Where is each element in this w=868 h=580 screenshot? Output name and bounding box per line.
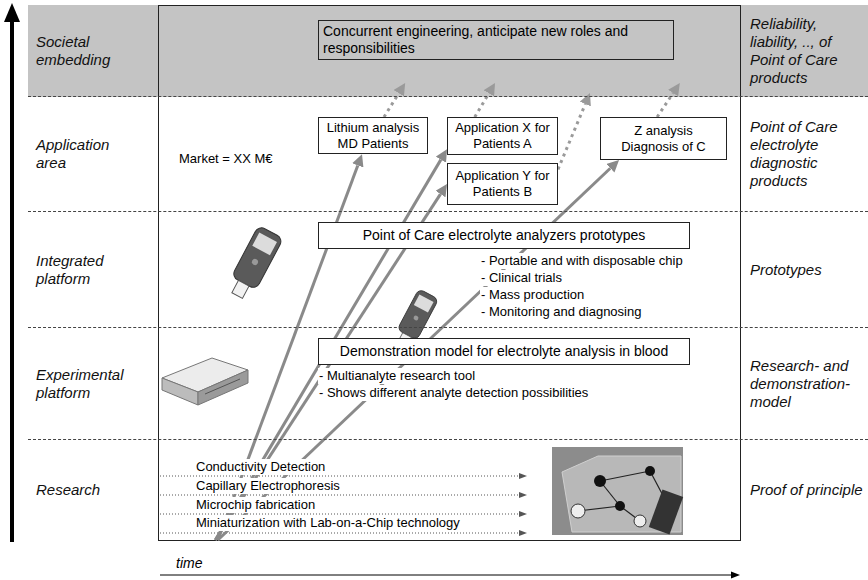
box-text: Concurrent engineering, anticipate new r… xyxy=(323,23,669,57)
research-topic: Conductivity Detection xyxy=(195,459,326,475)
row-outcome: Prototypes xyxy=(750,261,864,279)
handheld-analyzer xyxy=(225,225,284,302)
process-box: Concurrent engineering, anticipate new r… xyxy=(318,20,674,60)
row-outcome: Research- and demonstration-model xyxy=(750,357,864,411)
roadmap-band: Integrated platform Prototypes Point of Ca… xyxy=(28,212,868,328)
market-note: Market = XX M€ xyxy=(178,151,274,167)
box-text: Application Y for Patients B xyxy=(452,168,553,199)
box-text: Demonstration model for electrolyte anal… xyxy=(323,343,685,360)
row-label: Societal embedding xyxy=(36,33,141,69)
process-box: Application X for Patients A xyxy=(447,117,558,155)
roadmap-band: Experimental platform Research- and demon… xyxy=(28,328,868,440)
feature-note: - Portable and with disposable chip xyxy=(480,253,684,269)
impact-arrow xyxy=(558,104,585,169)
box-text: Lithium analysis MD Patients xyxy=(323,120,423,151)
chip-photo xyxy=(552,447,683,535)
axis-label: time xyxy=(175,555,203,572)
research-topic: Capillary Electrophoresis xyxy=(195,478,341,494)
row-label: Research xyxy=(36,481,141,499)
process-box: Point of Care electrolyte analyzers prot… xyxy=(318,222,690,249)
row-label: Experimental platform xyxy=(36,366,141,402)
process-box: Z analysis Diagnosis of C xyxy=(600,117,727,160)
research-arrowheads xyxy=(519,473,527,536)
time-axis xyxy=(160,572,740,579)
research-instrument xyxy=(162,358,248,405)
process-box: Lithium analysis MD Patients xyxy=(318,117,428,154)
row-label: Application area xyxy=(36,136,141,172)
roadmap-band: Application area Point of Care electrolyt… xyxy=(28,97,868,212)
research-topic: Miniaturization with Lab-on-a-Chip techn… xyxy=(195,515,461,531)
feature-note: - Multianalyte research tool xyxy=(318,368,476,384)
roadmap-band: Societal embedding Reliability, liability… xyxy=(28,5,868,97)
row-label: Integrated platform xyxy=(36,252,141,288)
maturity-axis xyxy=(4,3,20,542)
societal-ground xyxy=(28,5,868,97)
row-outcome: Proof of principle xyxy=(750,481,864,499)
feature-note: - Shows different analyte detection poss… xyxy=(318,385,589,401)
research-arrows xyxy=(160,476,520,533)
box-text: Application X for Patients A xyxy=(452,120,553,151)
feature-note: - Monitoring and diagnosing xyxy=(480,304,642,320)
research-topic: Microchip fabrication xyxy=(195,497,316,513)
box-text: Point of Care electrolyte analyzers prot… xyxy=(323,227,685,244)
process-box: Demonstration model for electrolyte anal… xyxy=(318,338,690,365)
row-outcome: Reliability, liability, .., of Point of … xyxy=(750,15,864,87)
feature-note: - Mass production xyxy=(480,287,585,303)
frame xyxy=(158,5,741,541)
feature-note: - Clinical trials xyxy=(480,270,563,286)
row-outcome: Point of Care electrolyte diagnostic pro… xyxy=(750,118,864,190)
box-text: Z analysis Diagnosis of C xyxy=(605,123,722,154)
process-box: Application Y for Patients B xyxy=(447,163,558,205)
